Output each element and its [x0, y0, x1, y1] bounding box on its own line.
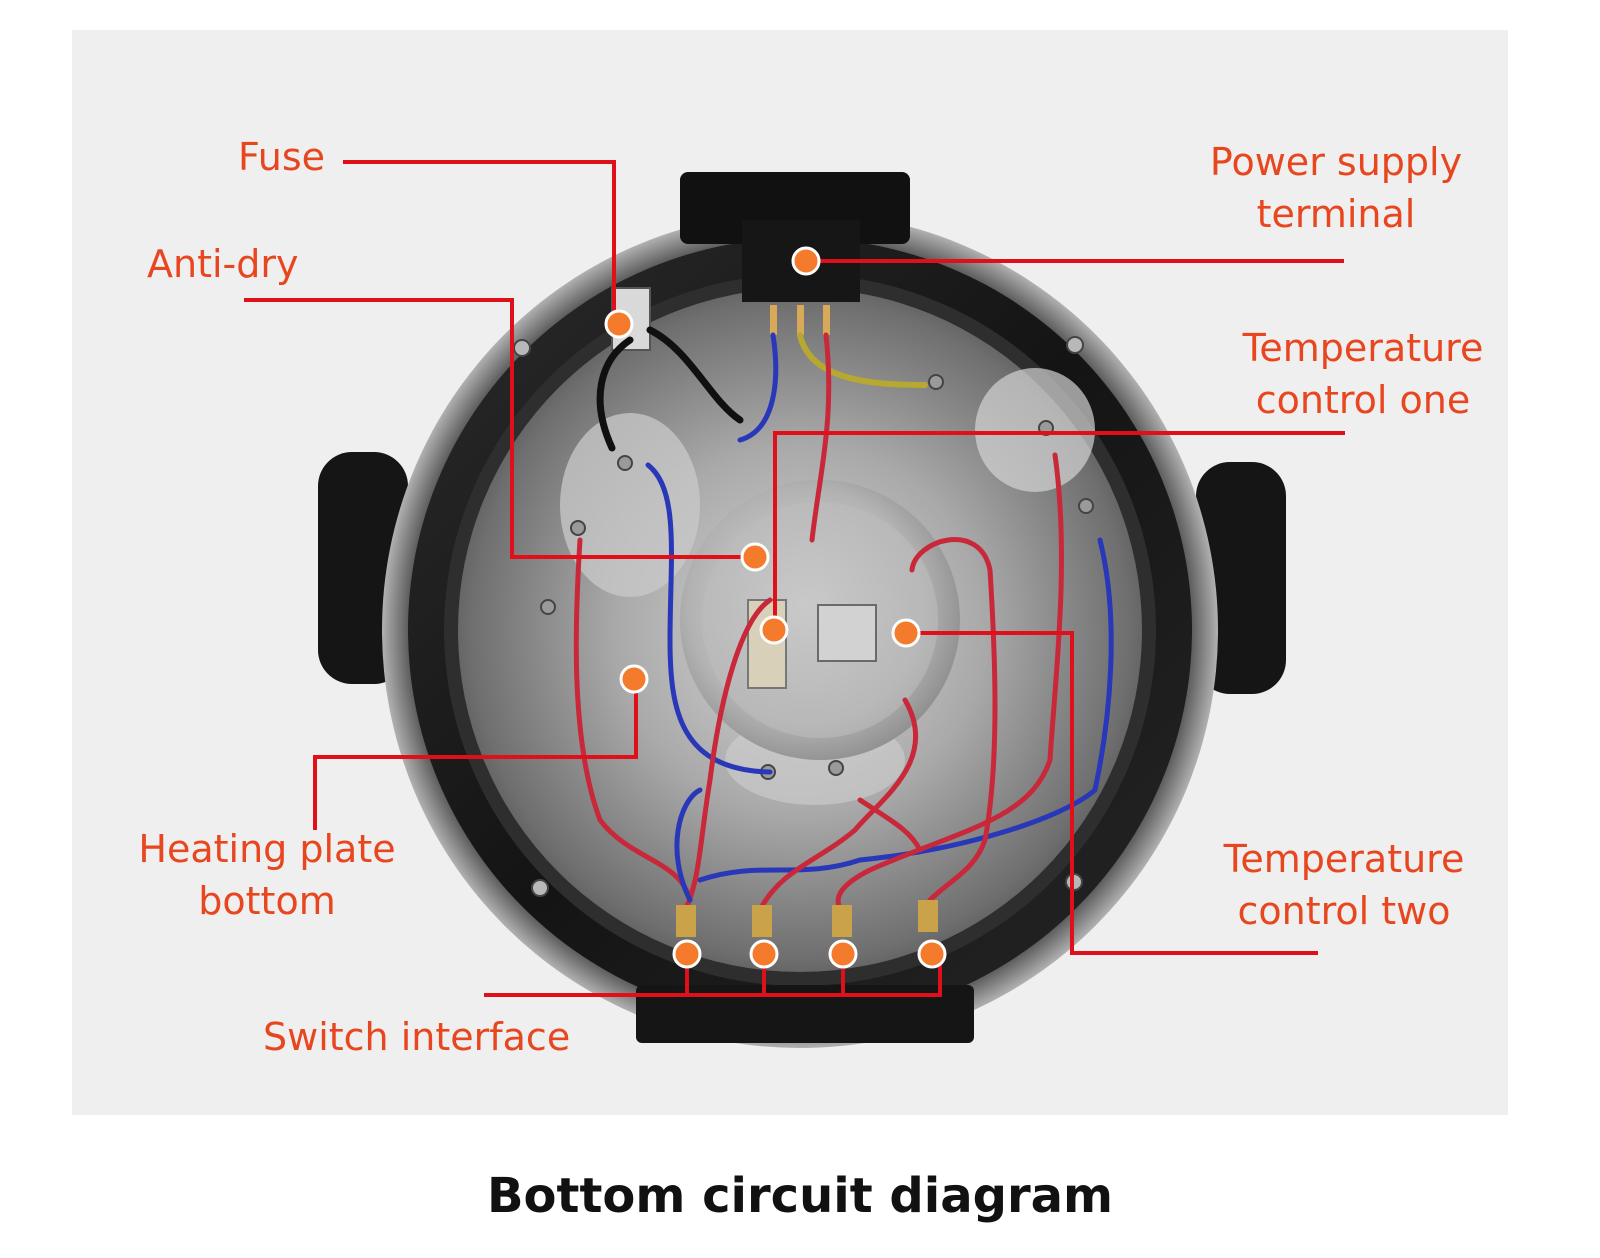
fuse-marker [604, 309, 634, 339]
power-pin [797, 305, 804, 335]
label-power-supply-line1: Power supply [1209, 140, 1463, 184]
anti-dry-marker [740, 542, 770, 572]
anti-dry-leader-line [244, 298, 743, 559]
temp-two-marker [891, 618, 921, 648]
label-anti-dry: Anti-dry [147, 242, 299, 286]
screw [1078, 498, 1094, 514]
label-power-supply-line2: terminal [1256, 192, 1416, 236]
temp-one-marker [759, 615, 789, 645]
wire-red [809, 332, 832, 543]
heating-plate-lobe-right [975, 368, 1095, 492]
screw [513, 339, 531, 357]
label-heating-plate: Heating plate bottom [128, 823, 406, 927]
label-power-supply: Power supply terminal [1196, 136, 1476, 240]
markers [604, 246, 947, 969]
wire-red [757, 697, 919, 913]
temp-two-leader-line [918, 631, 1318, 955]
label-fuse: Fuse [238, 135, 326, 179]
label-temperature-control-one: Temperature control one [1232, 322, 1494, 426]
power-pin [823, 305, 830, 335]
screw [540, 599, 556, 615]
wire-red [835, 452, 1064, 918]
label-temp-two-line2: control two [1237, 889, 1451, 933]
power-pin [770, 305, 777, 335]
temp-one-leader-line [773, 431, 1345, 620]
label-temp-two-line1: Temperature [1223, 837, 1465, 881]
leader-lines [244, 160, 1345, 997]
screw [617, 455, 633, 471]
label-switch-interface: Switch interface [263, 1015, 571, 1059]
switch-terminal [752, 905, 772, 937]
heating-plate-leader-line [313, 688, 638, 830]
wire-black [596, 336, 634, 452]
switch-interface-marker [749, 939, 779, 969]
label-heating-plate-line2: bottom [198, 879, 336, 923]
switch-terminal [918, 900, 938, 932]
heating-plate-lobe-left [560, 413, 700, 597]
wire-green-yellow [797, 332, 928, 388]
wire-blue [674, 787, 703, 903]
fuse-leader-line [343, 160, 616, 314]
switch-interface-marker [917, 939, 947, 969]
right-handle [1196, 462, 1286, 694]
power-supply-marker [791, 246, 821, 276]
wire-red [857, 797, 923, 853]
wire-blue [737, 332, 779, 443]
wire-red [909, 537, 998, 903]
screw [1066, 336, 1084, 354]
wire-red [573, 537, 693, 903]
heating-plate-marker [619, 664, 649, 694]
screw [928, 374, 944, 390]
wire-red [682, 597, 773, 913]
label-heating-plate-line1: Heating plate [138, 827, 396, 871]
figure-caption: Bottom circuit diagram [486, 1168, 1114, 1224]
screw [531, 879, 549, 897]
wire-black [646, 326, 744, 424]
wire-blue [697, 537, 1114, 883]
bottom-connector-housing [636, 985, 974, 1043]
switch-terminal [832, 905, 852, 937]
label-temp-one-line2: control one [1255, 378, 1471, 422]
thermostat-bracket-two [817, 604, 877, 662]
wire-blue [645, 462, 773, 775]
wiring [573, 326, 1114, 918]
switch-interface-marker [828, 939, 858, 969]
screw [570, 520, 586, 536]
switch-terminal [676, 905, 696, 937]
label-temp-one-line1: Temperature [1242, 326, 1484, 370]
thermostat-bracket-one [747, 599, 787, 689]
screw [828, 760, 844, 776]
switch-interface-marker [672, 939, 702, 969]
label-temperature-control-two: Temperature control two [1213, 833, 1475, 937]
